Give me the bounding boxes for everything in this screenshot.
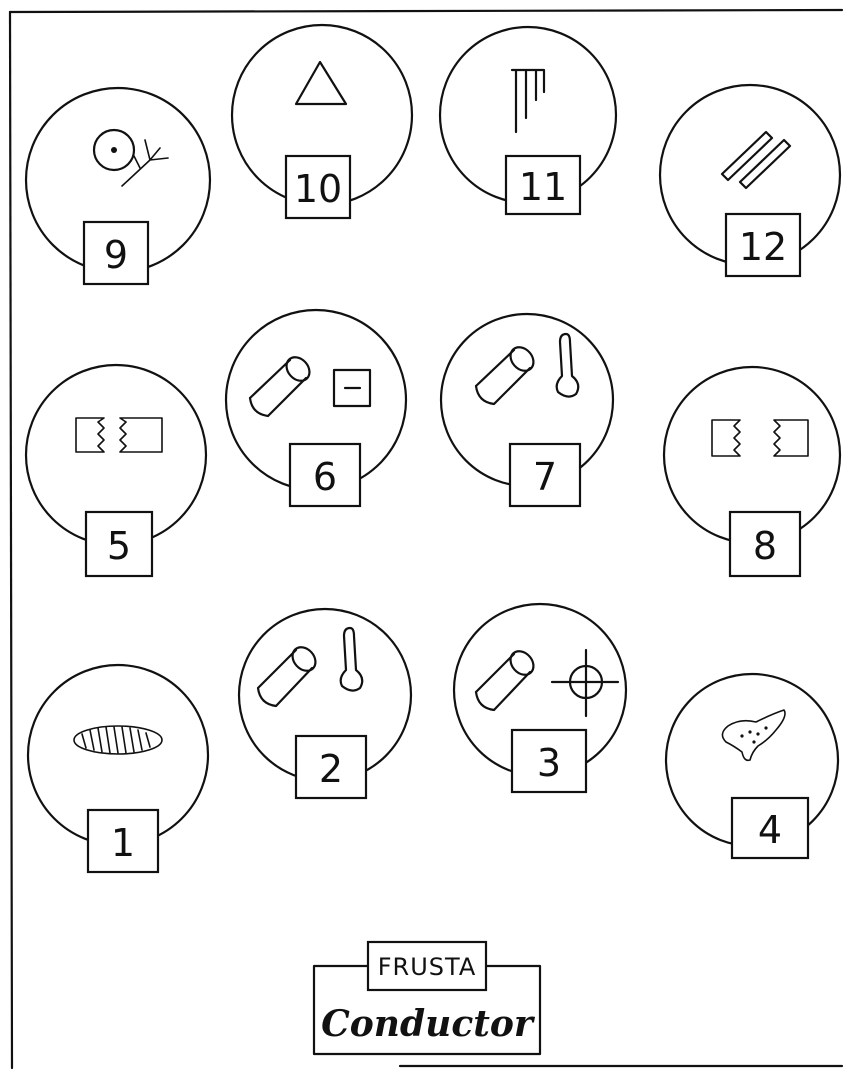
station-5: 5 (26, 365, 206, 576)
comb-icon (512, 70, 544, 132)
torn-paper-apart-icon (712, 420, 808, 456)
station-number: 4 (758, 808, 782, 852)
legend-bottom-label: Conductor (321, 1003, 536, 1045)
station-3: 3 (454, 604, 626, 792)
eye-branch-icon (94, 130, 168, 186)
station-6: 6 (226, 310, 406, 506)
frusta-conductor-legend: FRUSTA Conductor (314, 942, 540, 1054)
station-number: 2 (319, 747, 343, 791)
station-number: 1 (111, 821, 135, 865)
triangle-icon (296, 62, 346, 104)
station-7: 7 (441, 314, 613, 506)
station-number: 7 (533, 455, 557, 499)
spotted-foot-icon (722, 710, 785, 760)
station-1: 1 (28, 665, 208, 872)
station-number: 3 (537, 741, 561, 785)
station-number: 11 (519, 165, 567, 209)
station-10: 10 (232, 25, 412, 218)
legend-top-label: FRUSTA (378, 953, 477, 981)
station-8: 8 (664, 367, 840, 576)
cylinder-and-thermometer-icon (476, 334, 578, 404)
frame-top-line (10, 10, 842, 12)
station-11: 11 (440, 27, 616, 214)
station-9: 9 (26, 88, 210, 284)
station-4: 4 (666, 674, 838, 858)
frame-left-line (10, 12, 12, 1068)
station-12: 12 (660, 85, 840, 276)
station-number: 12 (739, 225, 787, 269)
station-number: 9 (104, 233, 128, 277)
cylinder-and-minus-box-icon (250, 353, 370, 416)
station-number: 5 (107, 524, 131, 568)
station-2: 2 (239, 609, 411, 798)
parallel-bars-icon (722, 132, 790, 188)
station-number: 10 (294, 167, 342, 211)
station-number: 6 (313, 455, 337, 499)
torn-paper-pieces-icon (76, 418, 162, 452)
cylinder-and-thermometer-icon (258, 628, 362, 706)
station-number: 8 (753, 524, 777, 568)
rolled-larva-icon (74, 726, 162, 754)
cylinder-and-crosshair-icon (476, 647, 618, 716)
